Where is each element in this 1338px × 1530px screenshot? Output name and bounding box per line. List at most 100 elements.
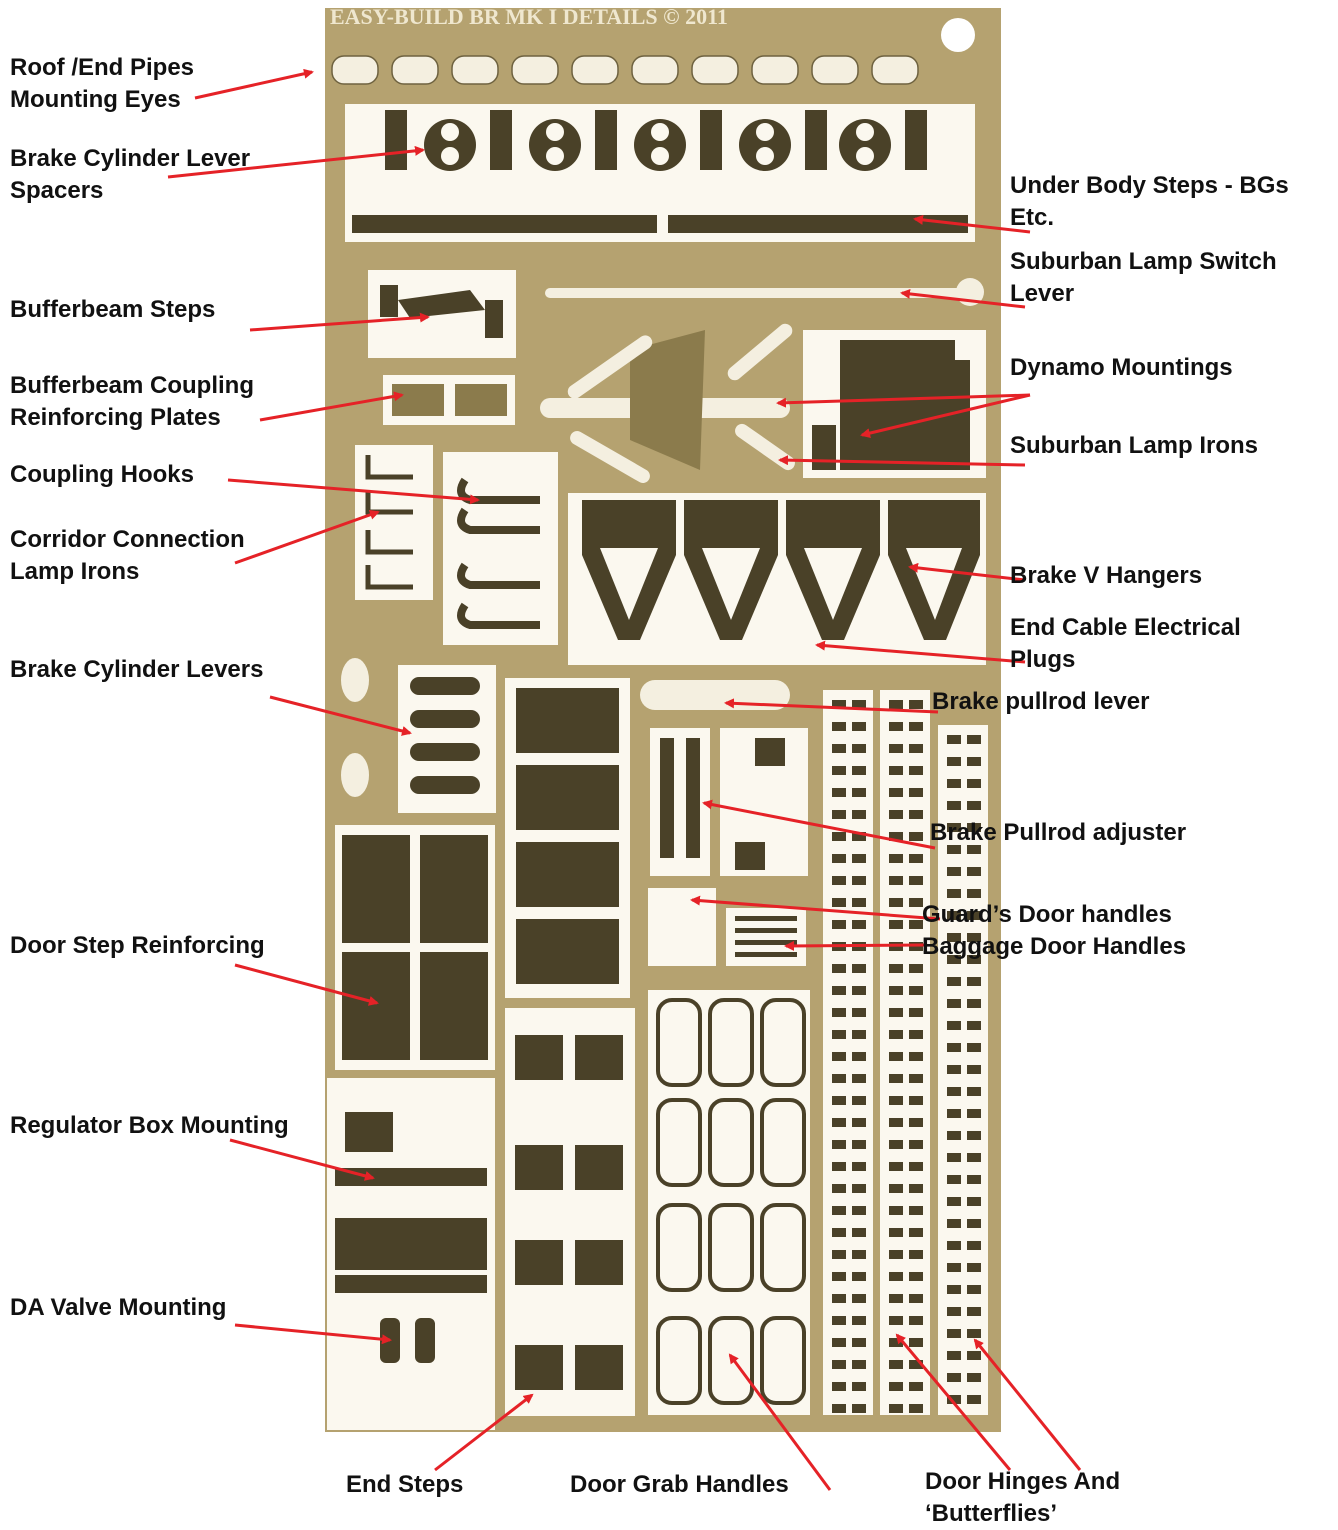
hinge-mark	[852, 810, 866, 819]
hinge-mark	[852, 1294, 866, 1303]
arrow-lamp-switch	[900, 288, 1026, 309]
label-pullrod-lever: Brake pullrod lever	[932, 688, 1150, 715]
hinge-mark	[832, 1206, 846, 1215]
bufferbeam-steps-parts	[380, 285, 503, 338]
hinge-mark	[889, 1250, 903, 1259]
hinge-mark	[832, 1360, 846, 1369]
hinge-mark	[947, 1153, 961, 1162]
arrow-hinges-1	[895, 1333, 1012, 1471]
hinge-mark	[947, 823, 961, 832]
hinge-mark	[947, 889, 961, 898]
hinge-mark	[832, 722, 846, 731]
hinge-mark	[909, 986, 923, 995]
hinge-mark	[909, 1096, 923, 1105]
hinge-mark	[832, 964, 846, 973]
hinge-mark	[889, 986, 903, 995]
hinge-mark	[947, 1043, 961, 1052]
hinge-mark	[852, 1008, 866, 1017]
hinge-mark	[947, 955, 961, 964]
hinge-mark	[832, 744, 846, 753]
hinge-mark	[889, 832, 903, 841]
hinge-mark	[889, 1294, 903, 1303]
pullrod-adjuster-panel	[650, 728, 710, 876]
hinge-mark	[889, 1030, 903, 1039]
hinge-mark	[947, 1351, 961, 1360]
hinge-mark	[909, 1272, 923, 1281]
hinge-mark	[947, 999, 961, 1008]
hinge-mark	[909, 1052, 923, 1061]
hinge-mark	[852, 744, 866, 753]
hinge-mark	[832, 1316, 846, 1325]
roof-pipe-eyes-group	[331, 55, 919, 85]
hinge-mark	[832, 788, 846, 797]
hinge-mark	[909, 810, 923, 819]
hinge-mark	[909, 920, 923, 929]
hinge-mark	[889, 1184, 903, 1193]
hinge-mark	[967, 1021, 981, 1030]
hinge-mark	[832, 920, 846, 929]
hinge-mark	[852, 1228, 866, 1237]
hinge-mark	[909, 1008, 923, 1017]
hinge-mark	[909, 832, 923, 841]
hinge-mark	[947, 1395, 961, 1404]
label-lamp-irons: Suburban Lamp Irons	[1010, 432, 1259, 459]
hinge-mark	[967, 867, 981, 876]
hinge-mark	[889, 1272, 903, 1281]
label-bufferbeam-steps: Bufferbeam Steps	[10, 296, 216, 323]
hinge-mark	[967, 1043, 981, 1052]
hinge-mark	[909, 788, 923, 797]
brake-spacer-parts	[352, 110, 968, 233]
hinge-mark	[967, 911, 981, 920]
hinge-mark	[889, 898, 903, 907]
hinge-mark	[889, 810, 903, 819]
label-regulator: Regulator Box Mounting	[10, 1112, 289, 1139]
hinge-mark	[967, 1351, 981, 1360]
hinge-mark	[909, 898, 923, 907]
hinge-mark	[832, 1338, 846, 1347]
hinge-mark	[967, 1373, 981, 1382]
arrow-guard-handles	[690, 895, 941, 921]
hinge-mark	[947, 845, 961, 854]
hinge-mark	[852, 986, 866, 995]
hinge-mark	[852, 1052, 866, 1061]
hinge-mark	[889, 1360, 903, 1369]
hinge-mark	[909, 700, 923, 709]
hinge-mark	[832, 1404, 846, 1413]
hinge-mark	[889, 1316, 903, 1325]
hinge-mark	[832, 1162, 846, 1171]
hinge-mark	[909, 1404, 923, 1413]
hinge-mark	[967, 1395, 981, 1404]
hinge-mark	[967, 1087, 981, 1096]
hinge-mark	[967, 1285, 981, 1294]
hinge-mark	[832, 1074, 846, 1083]
arrow-pullrod-lever	[724, 698, 939, 714]
hinge-mark	[832, 1294, 846, 1303]
arrow-dynamo-1	[776, 393, 1031, 408]
hinge-mark	[889, 876, 903, 885]
hinge-mark	[967, 823, 981, 832]
hinge-mark	[967, 933, 981, 942]
hinge-mark	[889, 920, 903, 929]
pullrod-lever	[640, 680, 790, 710]
hinge-mark	[852, 766, 866, 775]
arrow-lamp-irons	[778, 455, 1026, 467]
hinge-mark	[947, 1087, 961, 1096]
hinge-mark	[967, 889, 981, 898]
arrow-brake-levers	[269, 695, 412, 736]
arrow-coupling-hooks	[227, 478, 480, 505]
hinge-mark	[852, 1272, 866, 1281]
hinge-mark	[909, 1294, 923, 1303]
hinge-mark	[967, 977, 981, 986]
hinge-mark	[889, 1096, 903, 1105]
hinge-mark	[832, 766, 846, 775]
arrow-da-valve	[234, 1323, 392, 1345]
dynamo-mountings-parts	[540, 323, 795, 483]
hinge-mark	[832, 898, 846, 907]
hinge-mark	[832, 1228, 846, 1237]
hinge-mark	[967, 1131, 981, 1140]
hinge-mark	[852, 1338, 866, 1347]
